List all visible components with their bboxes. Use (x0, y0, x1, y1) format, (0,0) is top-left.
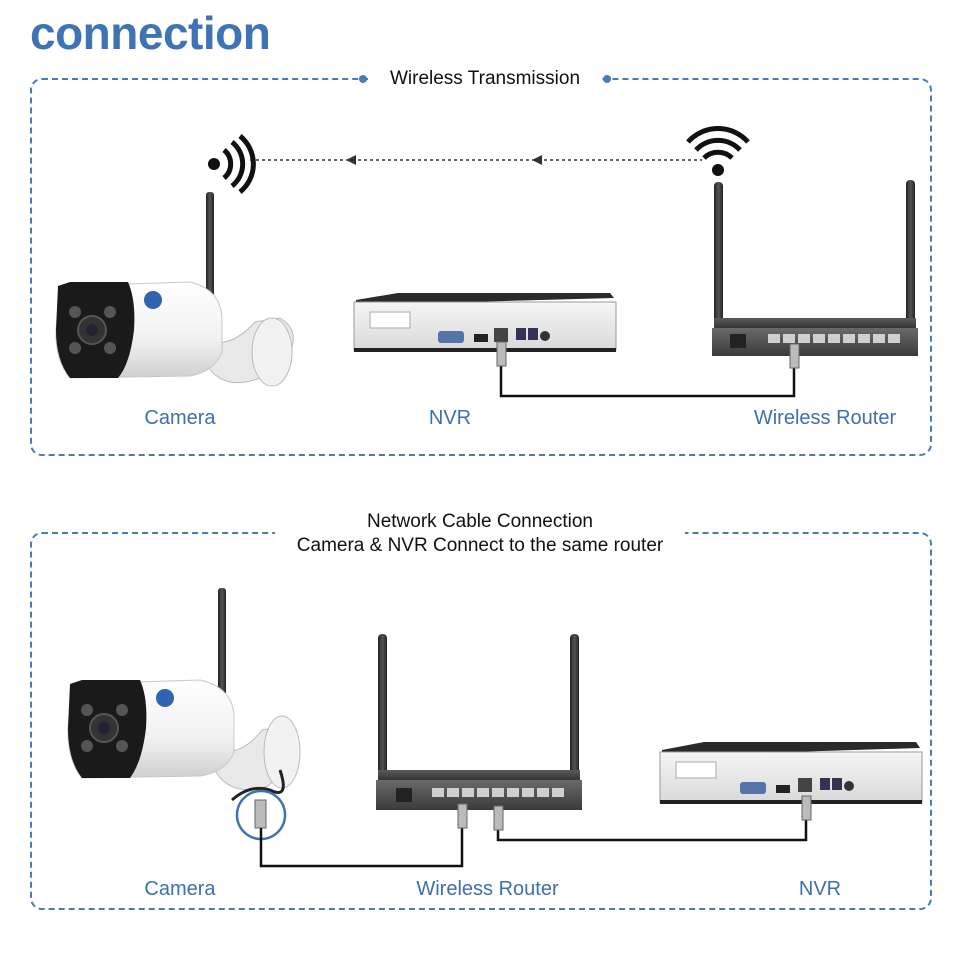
camera-cable (231, 769, 464, 868)
nvr-device (353, 293, 617, 352)
camera-logo (156, 689, 174, 707)
heading-dot-left (359, 75, 367, 83)
camera-label: Camera (144, 878, 216, 900)
router-device (712, 180, 918, 356)
nvr-label: NVR (428, 407, 472, 429)
network-cable-heading-line2: Camera & NVR Connect to the same router (296, 535, 664, 556)
wireless-signal-icon (208, 134, 256, 194)
router-antenna (714, 182, 723, 342)
nvr-device (659, 742, 923, 804)
router-antenna (570, 634, 579, 794)
camera-label: Camera (144, 407, 216, 429)
wireless-signal-line (250, 155, 702, 165)
camera-logo (144, 291, 162, 309)
network-cable-heading: Network Cable Connection Camera & NVR Co… (275, 510, 685, 558)
router-antenna (906, 180, 915, 340)
router-device (376, 634, 582, 810)
camera-antenna (218, 588, 226, 708)
wifi-icon (686, 126, 750, 176)
camera-antenna (206, 192, 214, 312)
network-cable (457, 795, 812, 842)
wireless-router-label: Wireless Router (416, 878, 559, 900)
camera-device (67, 588, 301, 791)
network-cable (496, 341, 800, 398)
network-cable-heading-line1: Network Cable Connection (366, 511, 593, 532)
page-title: connection (30, 7, 271, 59)
router-antenna (378, 634, 387, 794)
wireless-router-label: Wireless Router (753, 407, 897, 429)
nvr-label: NVR (798, 878, 842, 900)
camera-device (55, 192, 294, 387)
wireless-transmission-heading: Wireless Transmission (368, 67, 602, 91)
heading-dot-right (603, 75, 611, 83)
